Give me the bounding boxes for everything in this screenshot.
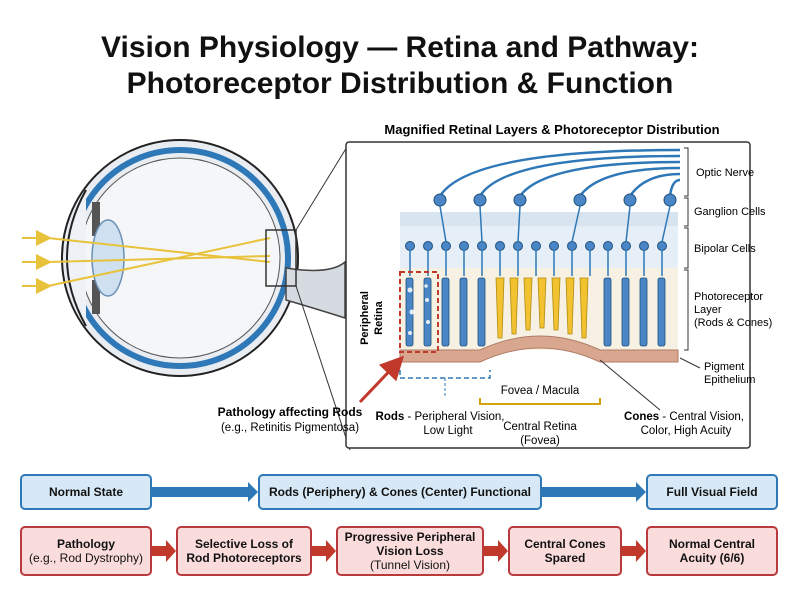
fovea-label: Fovea / Macula [501, 385, 580, 397]
rods-caption-2: Low Light [423, 425, 473, 437]
title-line-2: Photoreceptor Distribution & Function [126, 67, 674, 100]
rod-photoreceptors [405, 277, 666, 347]
fovea-bracket [479, 398, 601, 405]
label-optic-nerve: Optic Nerve [696, 167, 754, 179]
peripheral-retina-highlight [399, 271, 439, 353]
label-photoreceptor-2: Layer [694, 304, 722, 316]
cones-caption-1: Cones - Central Vision, [624, 411, 744, 423]
full-visual-field-box: Full Visual Field [646, 474, 778, 510]
step3-line3: (Tunnel Vision) [369, 558, 451, 572]
step2-line2: Rod Photoreceptors [186, 551, 302, 565]
central-caption-1: Central Retina [503, 421, 577, 433]
label-pigment-2: Epithelium [704, 374, 755, 386]
iris-upper [92, 202, 100, 236]
label-pigment-1: Pigment [704, 361, 744, 373]
full-visual-field-label: Full Visual Field [666, 485, 758, 499]
pathology-step-5: Normal Central Acuity (6/6) [646, 526, 778, 576]
label-bipolar: Bipolar Cells [694, 243, 756, 255]
bipolar-cells [405, 241, 667, 251]
central-caption-2: (Fovea) [520, 435, 560, 447]
pathology-step-3: Progressive Peripheral Vision Loss (Tunn… [336, 526, 484, 576]
cornea [66, 189, 87, 327]
lens [91, 219, 125, 297]
eye-illustration [22, 139, 351, 451]
optic-nerve-fibers [438, 148, 681, 197]
optic-nerve-stalk [285, 260, 346, 320]
cones-caption-2: Color, High Acuity [641, 425, 732, 437]
light-rays [22, 230, 271, 294]
page-title: Vision Physiology — Retina and Pathway: … [0, 30, 800, 102]
ganglion-cells [433, 193, 677, 207]
normal-state-box: Normal State [20, 474, 152, 510]
magnify-box [265, 229, 297, 287]
iris-lower [92, 280, 100, 314]
degenerated-rods [407, 284, 430, 335]
cone-photoreceptors [495, 277, 589, 339]
step5-line1: Normal Central [668, 537, 756, 551]
title-line-1: Vision Physiology — Retina and Pathway: [101, 31, 699, 64]
pathology-flow-arrows [152, 540, 646, 562]
normal-state-label: Normal State [48, 485, 124, 499]
functional-box: Rods (Periphery) & Cones (Center) Functi… [258, 474, 542, 510]
step1-line1: Pathology [56, 537, 115, 551]
label-photoreceptor-1: Photoreceptor [694, 291, 763, 303]
pathology-callout-1: Pathology affecting Rods [218, 405, 363, 419]
pathology-step-1: Pathology (e.g., Rod Dystrophy) [20, 526, 152, 576]
step2-line1: Selective Loss of [194, 537, 294, 551]
pigment-epithelium [399, 335, 679, 363]
pathology-callout-2: (e.g., Retinitis Pigmentosa) [221, 422, 359, 434]
layer-brackets [679, 147, 701, 369]
step3-line2: Vision Loss [376, 544, 444, 558]
pathology-step-4: Central Cones Spared [508, 526, 622, 576]
peripheral-label-2: Retina [373, 300, 385, 335]
ganglion-band [400, 212, 678, 226]
pathology-step-2: Selective Loss of Rod Photoreceptors [176, 526, 312, 576]
step4-line2: Spared [544, 551, 586, 565]
inset-heading: Magnified Retinal Layers & Photoreceptor… [384, 122, 719, 137]
step3-line1: Progressive Peripheral [344, 530, 476, 544]
label-photoreceptor-3: (Rods & Cones) [694, 317, 772, 329]
bipolar-connections [409, 205, 671, 276]
rods-caption-1: Rods - Peripheral Vision, [376, 411, 505, 423]
step5-line2: Acuity (6/6) [679, 551, 745, 565]
normal-flow-arrows [152, 482, 646, 502]
label-ganglion: Ganglion Cells [694, 206, 766, 218]
functional-label: Rods (Periphery) & Cones (Center) Functi… [268, 485, 532, 499]
step4-line1: Central Cones [524, 537, 606, 551]
step1-line2: (e.g., Rod Dystrophy) [28, 551, 144, 565]
peripheral-label-1: Peripheral [359, 291, 371, 345]
pathology-callout-arrow [358, 355, 405, 404]
